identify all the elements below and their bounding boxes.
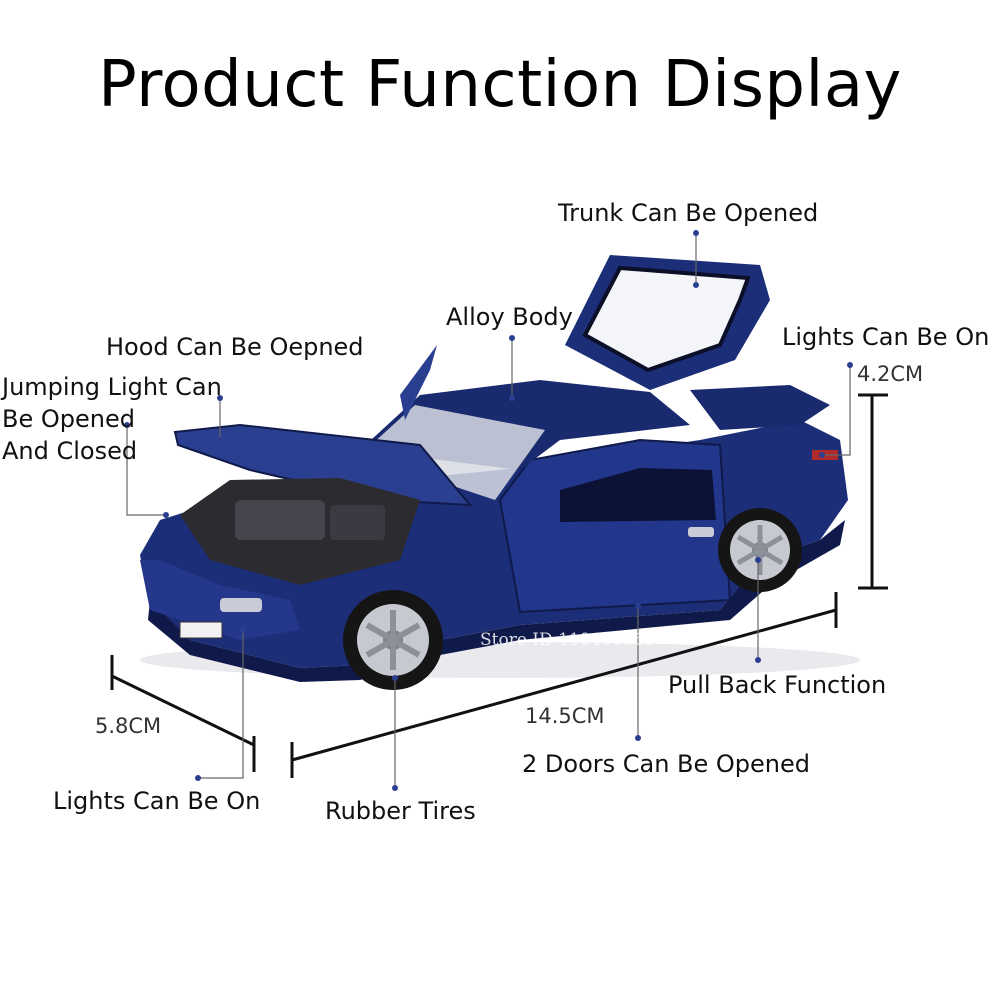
label-jumping-light-2: Be Opened	[2, 405, 135, 433]
car-illustration	[140, 255, 860, 690]
dimension-width: 5.8CM	[95, 714, 162, 738]
label-hood: Hood Can Be Oepned	[106, 333, 364, 361]
leader-dots	[124, 230, 853, 791]
leader-lines	[126, 233, 851, 788]
label-pull-back: Pull Back Function	[668, 671, 887, 699]
label-alloy-body: Alloy Body	[446, 303, 573, 331]
dimension-height: 4.2CM	[857, 362, 924, 386]
label-front-lights: Lights Can Be On	[53, 787, 261, 815]
label-jumping-light-1: Jumping Light Can	[2, 373, 222, 401]
page-title: Product Function Display	[98, 48, 902, 122]
label-trunk: Trunk Can Be Opened	[558, 199, 819, 227]
label-tires: Rubber Tires	[325, 797, 476, 825]
dimension-lines	[110, 393, 888, 778]
label-rear-lights: Lights Can Be On	[782, 323, 990, 351]
label-doors: 2 Doors Can Be Opened	[522, 750, 811, 778]
dimension-length: 14.5CM	[525, 704, 605, 728]
store-watermark: Store ID 1104069607	[480, 630, 667, 650]
label-jumping-light-3: And Closed	[2, 437, 138, 465]
